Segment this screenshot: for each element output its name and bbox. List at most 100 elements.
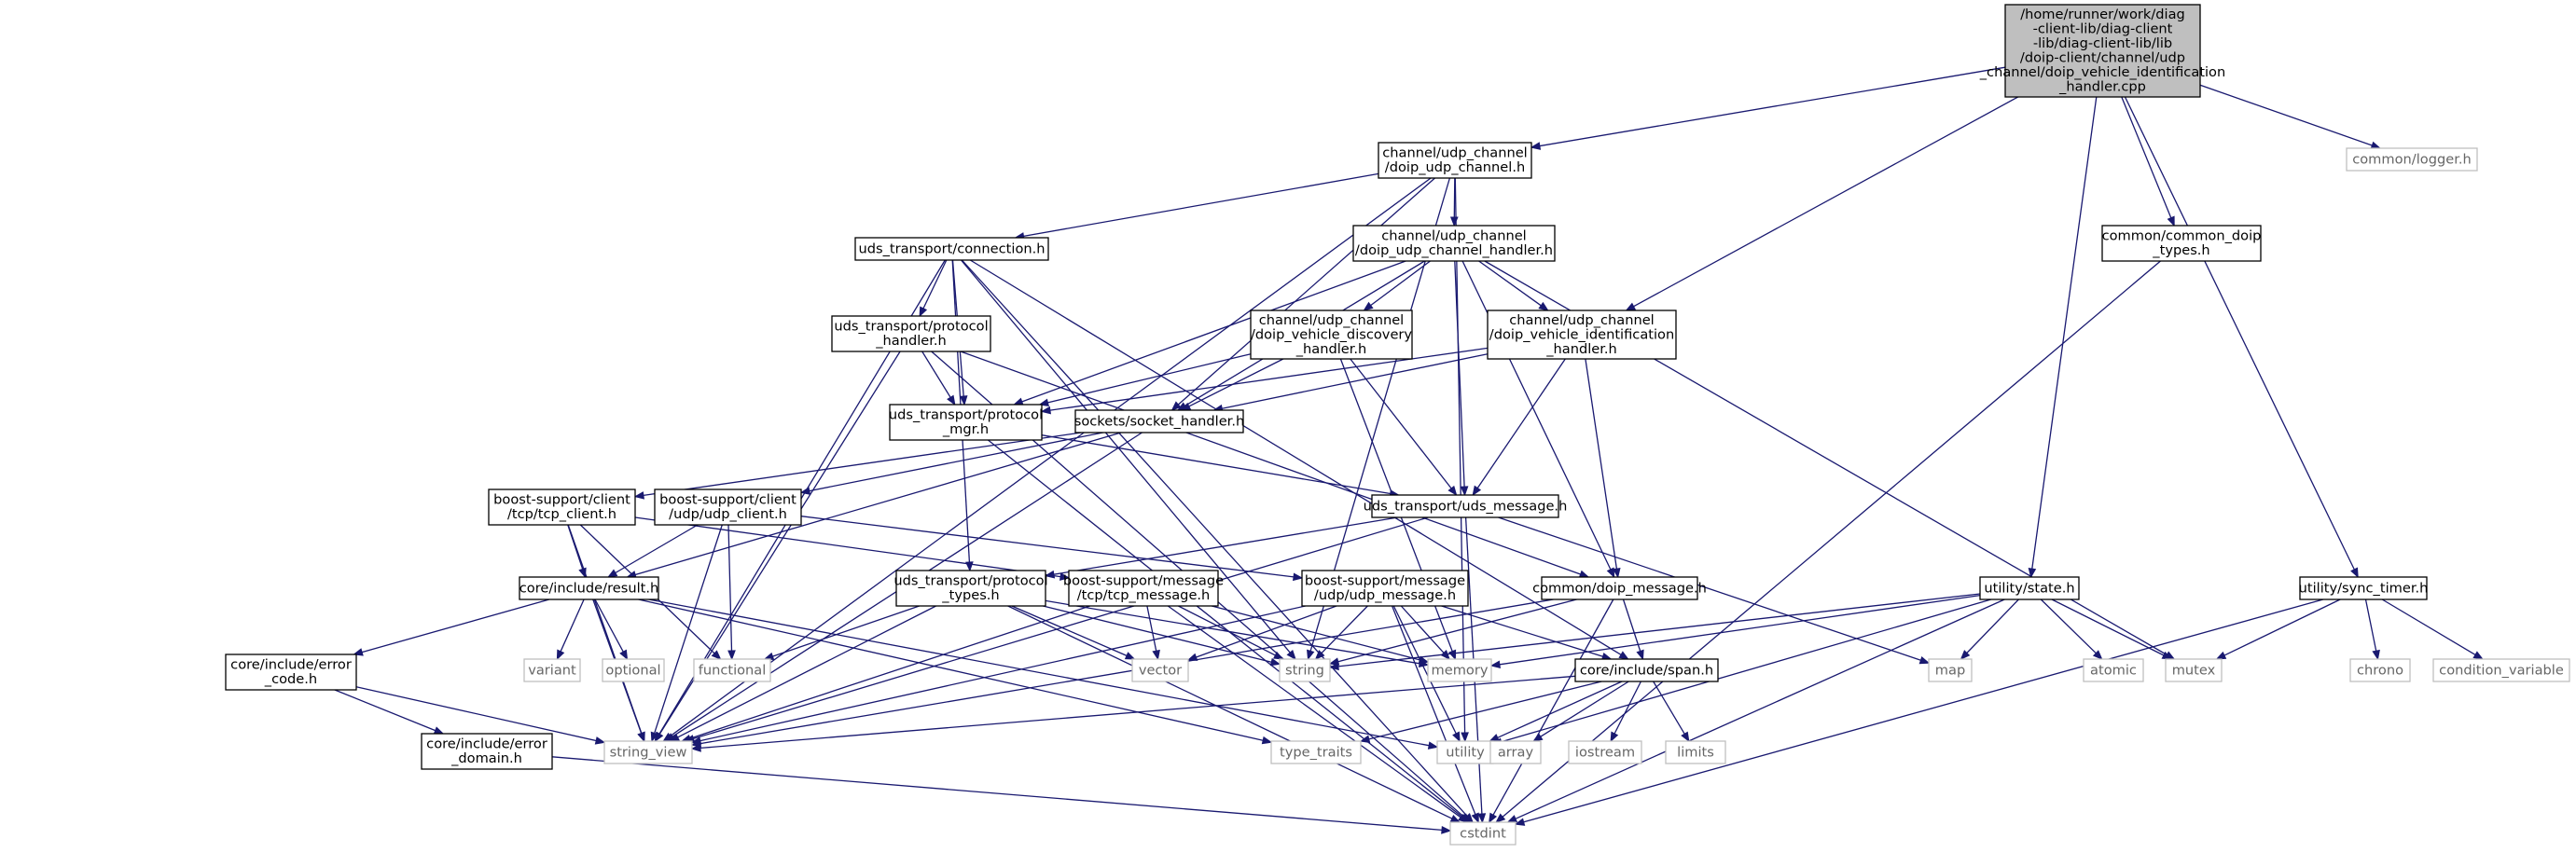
node-result[interactable]: core/include/result.h	[519, 576, 659, 600]
node-protocol_mgr[interactable]: uds_transport/protocol_mgr.h	[889, 404, 1043, 441]
node-span[interactable]: core/include/span.h	[1574, 658, 1719, 682]
node-label-limits-line-0: limits	[1677, 744, 1714, 760]
node-label-root-line-5: _handler.cpp	[2058, 79, 2146, 95]
node-connection[interactable]: uds_transport/connection.h	[854, 237, 1049, 261]
node-label-functional-line-0: functional	[699, 662, 767, 678]
node-label-result-line-0: core/include/result.h	[519, 580, 659, 596]
node-tcp_client[interactable]: boost-support/client/tcp/tcp_client.h	[488, 488, 636, 526]
edge-arrowhead-udp_channel-to-udp_handler	[1449, 216, 1459, 227]
edge-arrowhead-vehicle_ident-to-protocol_mgr	[1040, 406, 1051, 415]
node-udp_channel[interactable]: channel/udp_channel/doip_udp_channel.h	[1378, 142, 1532, 179]
node-error_domain[interactable]: core/include/error_domain.h	[421, 733, 553, 770]
edge-arrowhead-doip_message-to-cstdint	[1489, 812, 1498, 824]
node-udp_handler[interactable]: channel/udp_channel/doip_udp_channel_han…	[1352, 225, 1556, 262]
node-label-chrono-line-0: chrono	[2357, 662, 2403, 678]
node-label-root-line-4: _channel/doip_vehicle_identification	[1979, 64, 2225, 80]
edge-vehicle_discovery-to-uds_message	[1350, 358, 1452, 489]
node-label-error_domain-line-0: core/include/error	[426, 736, 547, 752]
node-label-root-line-0: /home/runner/work/diag	[2020, 7, 2185, 22]
node-error_code[interactable]: core/include/error_code.h	[225, 654, 357, 691]
edge-arrowhead-udp_handler-to-vehicle_discovery	[1363, 301, 1374, 311]
node-label-udp_client-line-1: /udp/udp_client.h	[669, 506, 787, 522]
edge-arrowhead-error_code-to-error_domain	[433, 726, 445, 735]
edge-arrowhead-tcp_message-to-vector	[1152, 649, 1160, 661]
edge-udp_client-to-udp_message	[800, 516, 1295, 578]
node-box-uds_message	[1371, 494, 1559, 518]
edge-vehicle_ident-to-socket_handler	[1222, 353, 1489, 409]
node-box-udp_client	[654, 488, 802, 526]
edge-result-to-optional	[594, 598, 624, 653]
node-state[interactable]: utility/state.h	[1979, 576, 2080, 600]
node-label-root-line-2: -lib/diag-client-lib/lib	[2033, 35, 2172, 51]
edge-arrowhead-root-to-udp_channel	[1530, 142, 1542, 150]
edge-arrowhead-connection-to-protocol_handler	[919, 306, 928, 318]
node-uds_message[interactable]: uds_transport/uds_message.h	[1364, 494, 1568, 518]
node-protocol_handler[interactable]: uds_transport/protocol_handler.h	[831, 315, 991, 352]
edge-result-to-type_traits	[638, 598, 1264, 741]
node-box-error_domain	[421, 733, 553, 770]
node-string: string	[1279, 658, 1331, 682]
node-sync_timer[interactable]: utility/sync_timer.h	[2299, 576, 2429, 600]
node-box-result	[519, 576, 659, 600]
node-vehicle_ident[interactable]: channel/udp_channel/doip_vehicle_identif…	[1487, 310, 1677, 360]
node-socket_handler[interactable]: sockets/socket_handler.h	[1074, 409, 1244, 433]
node-udp_message[interactable]: boost-support/message/udp/udp_message.h	[1301, 570, 1469, 607]
node-root[interactable]: /home/runner/work/diag-client-lib/diag-c…	[1979, 4, 2225, 98]
node-limits: limits	[1665, 740, 1726, 764]
edge-span-to-limits	[1653, 681, 1685, 735]
node-vehicle_discovery[interactable]: channel/udp_channel/doip_vehicle_discove…	[1250, 310, 1413, 360]
node-box-map	[1928, 658, 1973, 682]
node-box-socket_handler	[1074, 409, 1244, 433]
edge-tcp_client-to-tcp_message	[634, 516, 1061, 578]
edge-state-to-mutex	[2051, 598, 2165, 656]
node-label-tcp_client-line-0: boost-support/client	[493, 492, 630, 508]
edge-state-to-utility	[1501, 598, 1991, 743]
node-box-span	[1574, 658, 1719, 682]
node-label-vehicle_ident-line-1: /doip_vehicle_identification	[1489, 326, 1674, 342]
edge-socket_handler-to-udp_client	[809, 432, 1103, 492]
node-box-error_code	[225, 654, 357, 691]
edge-udp_message-to-string	[1321, 605, 1368, 654]
node-doip_message[interactable]: common/doip_message.h	[1532, 576, 1707, 600]
edge-arrowhead-root-to-common_types	[2167, 215, 2175, 227]
node-label-string-line-0: string	[1285, 662, 1324, 678]
edge-span-to-utility	[1497, 681, 1623, 738]
node-label-iostream-line-0: iostream	[1575, 744, 1635, 760]
edge-protocol_types-to-cstdint	[1007, 605, 1453, 819]
node-box-mutex	[2165, 658, 2223, 682]
edge-arrowhead-vehicle_ident-to-uds_message	[1472, 485, 1482, 497]
edge-udp_channel-to-utility	[1454, 177, 1466, 734]
node-tcp_message[interactable]: boost-support/message/tcp/tcp_message.h	[1063, 570, 1224, 607]
edge-arrowhead-root-to-sync_timer	[2350, 567, 2359, 579]
node-label-protocol_mgr-line-1: _mgr.h	[942, 421, 989, 437]
node-label-error_code-line-0: core/include/error	[230, 657, 352, 673]
edge-arrowhead-result-to-variant	[556, 649, 565, 661]
edge-arrowhead-protocol_types-to-vector	[1124, 652, 1136, 660]
node-udp_client[interactable]: boost-support/client/udp/udp_client.h	[654, 488, 802, 526]
node-common_types[interactable]: common/common_doip_types.h	[2101, 225, 2262, 262]
node-box-condition_variable	[2432, 658, 2570, 682]
edge-protocol_types-to-vector	[1011, 605, 1128, 656]
edge-protocol_types-to-string_view	[677, 605, 936, 738]
edge-arrowhead-udp_message-to-utility	[1452, 731, 1461, 743]
edge-arrowhead-tcp_client-to-tcp_message	[1059, 572, 1071, 581]
edge-span-to-array	[1540, 681, 1629, 737]
edge-arrowhead-udp_handler-to-vehicle_ident	[1538, 301, 1549, 311]
node-utility: utility	[1436, 740, 1494, 764]
edge-span-to-string_view	[699, 675, 1576, 750]
node-protocol_types[interactable]: uds_transport/protocol_types.h	[893, 570, 1048, 607]
edge-result-to-utility	[648, 598, 1430, 747]
edge-arrowhead-result-to-type_traits	[1261, 736, 1273, 745]
edge-arrowhead-root-to-vehicle_ident	[1625, 302, 1637, 311]
node-box-common_types	[2101, 225, 2262, 262]
edge-root-to-sync_timer	[2124, 96, 2355, 571]
edge-udp_handler-to-uds_message	[1454, 260, 1465, 488]
node-box-tcp_message	[1068, 570, 1219, 607]
edge-arrowhead-tcp_message-to-string	[1273, 651, 1284, 660]
node-box-vehicle_discovery	[1250, 310, 1413, 360]
node-map: map	[1928, 658, 1973, 682]
edge-vehicle_ident-to-protocol_mgr	[1049, 347, 1489, 411]
node-box-state	[1979, 576, 2080, 600]
edge-protocol_mgr-to-uds_message	[1041, 434, 1391, 495]
